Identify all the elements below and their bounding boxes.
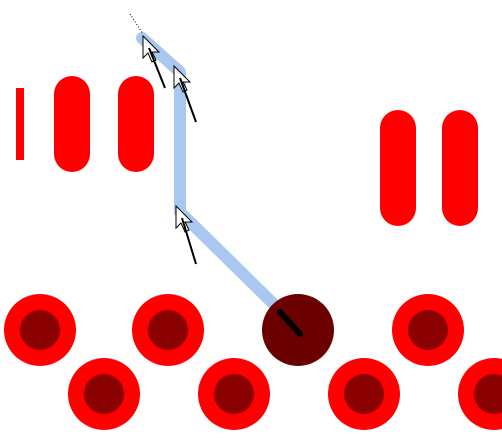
via-pad[interactable] bbox=[328, 358, 400, 430]
via-pad[interactable] bbox=[198, 358, 270, 430]
smd-pad-group-right bbox=[380, 110, 478, 226]
smd-pad[interactable] bbox=[118, 76, 154, 172]
smd-pad[interactable] bbox=[442, 110, 478, 226]
via-row-top bbox=[4, 294, 464, 366]
routed-trace[interactable] bbox=[136, 32, 304, 334]
smd-pad-group-left bbox=[16, 76, 154, 172]
via-pad[interactable] bbox=[4, 294, 76, 366]
via-pad[interactable] bbox=[132, 294, 204, 366]
arrow-pointer-icon bbox=[142, 34, 166, 89]
arrow-pointer-icon bbox=[173, 64, 197, 123]
smd-pad[interactable] bbox=[16, 88, 24, 160]
trace-end-marker bbox=[277, 309, 303, 337]
via-pad[interactable] bbox=[68, 358, 140, 430]
smd-pad[interactable] bbox=[54, 76, 90, 172]
via-pad[interactable] bbox=[392, 294, 464, 366]
via-row-bottom bbox=[68, 358, 502, 430]
arrow-pointer-icon bbox=[175, 204, 197, 265]
dotted-guide-line bbox=[129, 13, 144, 35]
via-pad[interactable] bbox=[458, 358, 502, 430]
smd-pad[interactable] bbox=[380, 110, 416, 226]
